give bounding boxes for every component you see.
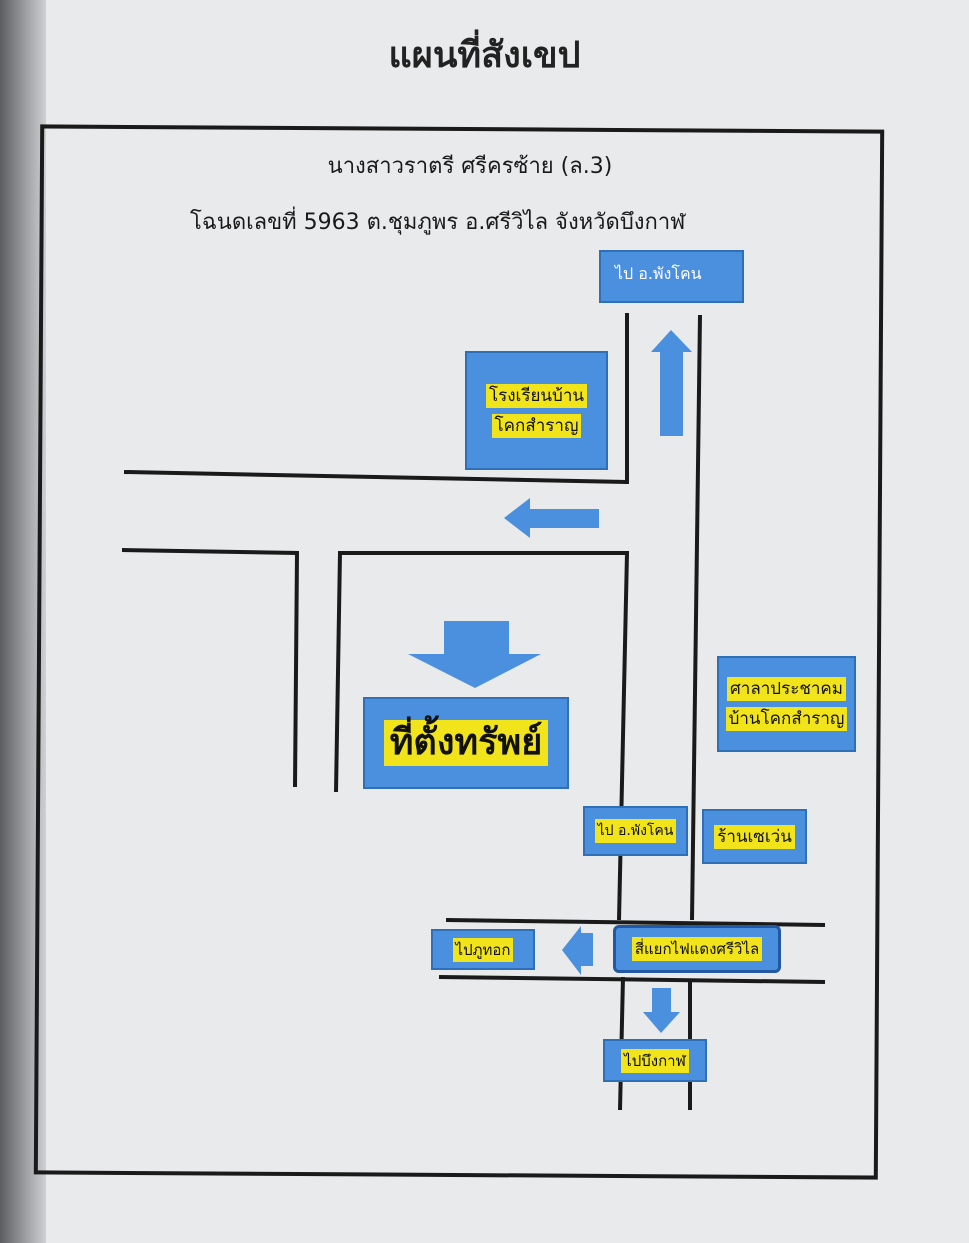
label-text: ไปภูทอก xyxy=(452,937,514,962)
school-line2: โคกสำราญ xyxy=(491,413,582,438)
deed-info: โฉนดเลขที่ 5963 ต.ชุมภูพร อ.ศรีวิไล จังห… xyxy=(190,210,686,235)
property-label: ที่ตั้งทรัพย์ xyxy=(383,720,549,766)
label-text: สี่แยกไฟแดงศรีวิไล xyxy=(631,937,763,961)
map-title: แผนที่สังเขป xyxy=(388,34,581,76)
arrow-up-icon xyxy=(651,330,692,436)
road-side-top-edge xyxy=(123,470,628,484)
label-text: ร้านเซเว่น xyxy=(714,824,795,849)
label-to-bueng-kan: ไปบึงกาฬ xyxy=(603,1039,707,1082)
hall-line2: บ้านโคกสำราญ xyxy=(725,707,848,731)
landmark-school: โรงเรียนบ้าน โคกสำราญ xyxy=(465,351,608,470)
landmark-seven-eleven: ร้านเซเว่น xyxy=(702,809,807,864)
landmark-community-hall: ศาลาประชาคม บ้านโคกสำราญ xyxy=(717,656,856,752)
school-line1: โรงเรียนบ้าน xyxy=(485,383,588,408)
arrow-down-big-icon xyxy=(408,621,541,688)
label-text: ไป อ.พังโคน xyxy=(615,264,702,283)
owner-name: นางสาวราตรี ศรีครซ้าย (ล.3) xyxy=(327,154,613,179)
label-to-phang-khon-mid: ไป อ.พังโคน xyxy=(583,806,688,856)
hall-line1: ศาลาประชาคม xyxy=(726,677,846,701)
arrow-left-small-icon xyxy=(562,926,593,975)
road-side-bottom-left xyxy=(121,548,300,788)
page-binding-shadow xyxy=(0,0,46,1243)
arrow-left-icon xyxy=(504,498,599,538)
label-to-phang-khon-top: ไป อ.พังโคน xyxy=(599,250,744,303)
crossroad-bottom-edge xyxy=(438,975,826,984)
label-text: ไป อ.พังโคน xyxy=(594,819,677,843)
road-main-right-edge xyxy=(690,314,702,921)
label-to-phu-thok: ไปภูทอก xyxy=(431,929,535,970)
label-text: ไปบึงกาฬ xyxy=(621,1048,689,1073)
arrow-down-small-icon xyxy=(643,988,680,1033)
road-lane-left xyxy=(334,551,630,921)
property-location: ที่ตั้งทรัพย์ xyxy=(363,697,569,789)
landmark-intersection: สี่แยกไฟแดงศรีวิไล xyxy=(613,925,781,973)
crossroad-top-edge xyxy=(445,918,826,927)
